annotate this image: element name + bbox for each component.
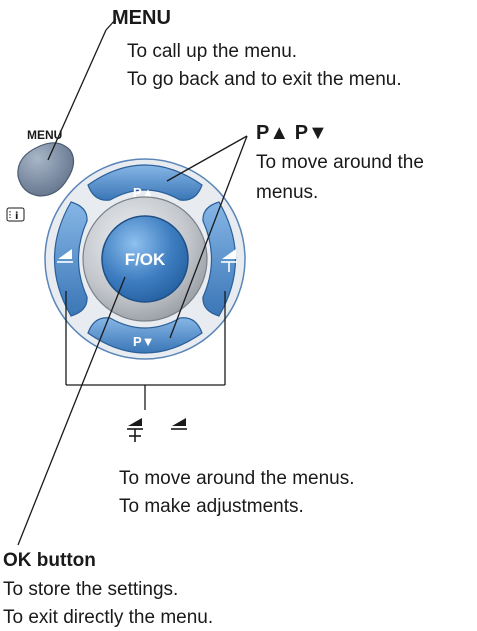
menu-desc-line2: To go back and to exit the menu. [127,69,402,90]
ok-title: OK button [3,550,96,571]
program-up-label: P▲ [133,185,155,200]
menu-title: MENU [112,7,171,29]
ok-button[interactable]: F/OK [101,215,189,303]
volume-up-symbol-icon [127,418,143,442]
program-down-button[interactable]: P▼ [87,317,203,354]
volume-down-button[interactable] [53,201,88,317]
menu-button-label: MENU [27,128,62,142]
menu-button[interactable] [17,142,75,197]
ok-desc-line1: To store the settings. [3,579,179,600]
volume-desc-line2: To make adjustments. [119,496,304,517]
program-up-button[interactable]: P▲ [87,164,203,201]
program-desc-line2: menus. [256,182,319,203]
leader-lines [17,18,248,546]
svg-text:i: i [15,211,18,222]
info-icon: i [6,207,25,222]
ok-desc-line2: To exit directly the menu. [3,607,214,628]
volume-down-icon [58,249,72,259]
menu-desc-line1: To call up the menu. [127,41,298,62]
program-desc-line1: To move around the [256,152,424,173]
volume-up-icon [222,249,236,259]
program-down-label: P▼ [133,334,155,349]
ok-button-label: F/OK [125,250,166,269]
volume-desc-line1: To move around the menus. [119,468,355,489]
volume-down-symbol-icon [171,418,187,430]
program-title: P▲ P▼ [256,122,328,144]
